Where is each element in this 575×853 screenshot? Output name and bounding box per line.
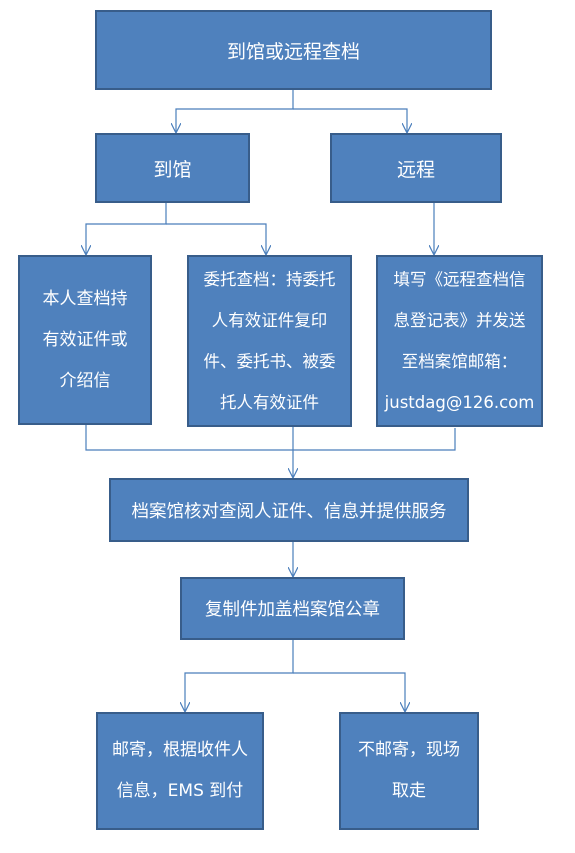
proxy-query-line-3: 件、委托书、被委 xyxy=(203,352,336,371)
connector-start-split xyxy=(176,90,294,132)
self-query-node: 本人查档持 有效证件或 介绍信 xyxy=(18,255,152,425)
remote-form-line-2: 息登记表》并发送 xyxy=(393,311,526,330)
start-label: 到馆或远程查档 xyxy=(226,40,360,63)
remote-form-email: justdag@126.com xyxy=(384,393,535,412)
connector-visit-proxy xyxy=(166,223,266,254)
pickup-line-2: 取走 xyxy=(392,781,426,801)
copy-stamp-label: 复制件加盖档案馆公章 xyxy=(205,600,380,620)
verify-node: 档案馆核对查阅人证件、信息并提供服务 xyxy=(109,478,469,542)
mail-line-2: 信息，EMS 到付 xyxy=(116,781,244,801)
remote-node: 远程 xyxy=(330,133,502,203)
connector-start-remote xyxy=(293,108,407,132)
copy-stamp-node: 复制件加盖档案馆公章 xyxy=(180,577,405,640)
self-query-line-2: 有效证件或 xyxy=(42,329,128,350)
proxy-query-node: 委托查档：持委托 人有效证件复印 件、委托书、被委 托人有效证件 xyxy=(187,255,352,427)
remote-form-node: 填写《远程查档信 息登记表》并发送 至档案馆邮箱： justdag@126.co… xyxy=(376,255,543,427)
mail-node: 邮寄，根据收件人 信息，EMS 到付 xyxy=(96,712,264,830)
connector-visit-self xyxy=(86,203,167,254)
visit-node: 到馆 xyxy=(95,133,250,203)
pickup-node: 不邮寄，现场 取走 xyxy=(339,712,479,830)
connector-copy-pickup xyxy=(293,672,405,711)
visit-label: 到馆 xyxy=(153,158,192,181)
proxy-query-line-1: 委托查档：持委托 xyxy=(203,270,336,289)
self-query-line-3: 介绍信 xyxy=(59,370,111,391)
proxy-query-line-4: 托人有效证件 xyxy=(220,393,319,412)
mail-line-1: 邮寄，根据收件人 xyxy=(112,740,248,760)
pickup-line-1: 不邮寄，现场 xyxy=(358,740,460,760)
verify-label: 档案馆核对查阅人证件、信息并提供服务 xyxy=(131,501,447,522)
start-node: 到馆或远程查档 xyxy=(95,10,492,90)
proxy-query-line-2: 人有效证件复印 xyxy=(211,311,328,330)
self-query-line-1: 本人查档持 xyxy=(42,288,128,309)
connector-copy-split xyxy=(185,640,294,711)
connector-merge xyxy=(85,425,456,451)
remote-form-line-1: 填写《远程查档信 xyxy=(393,270,526,289)
remote-label: 远程 xyxy=(396,158,435,181)
remote-form-line-3: 至档案馆邮箱： xyxy=(401,352,518,371)
